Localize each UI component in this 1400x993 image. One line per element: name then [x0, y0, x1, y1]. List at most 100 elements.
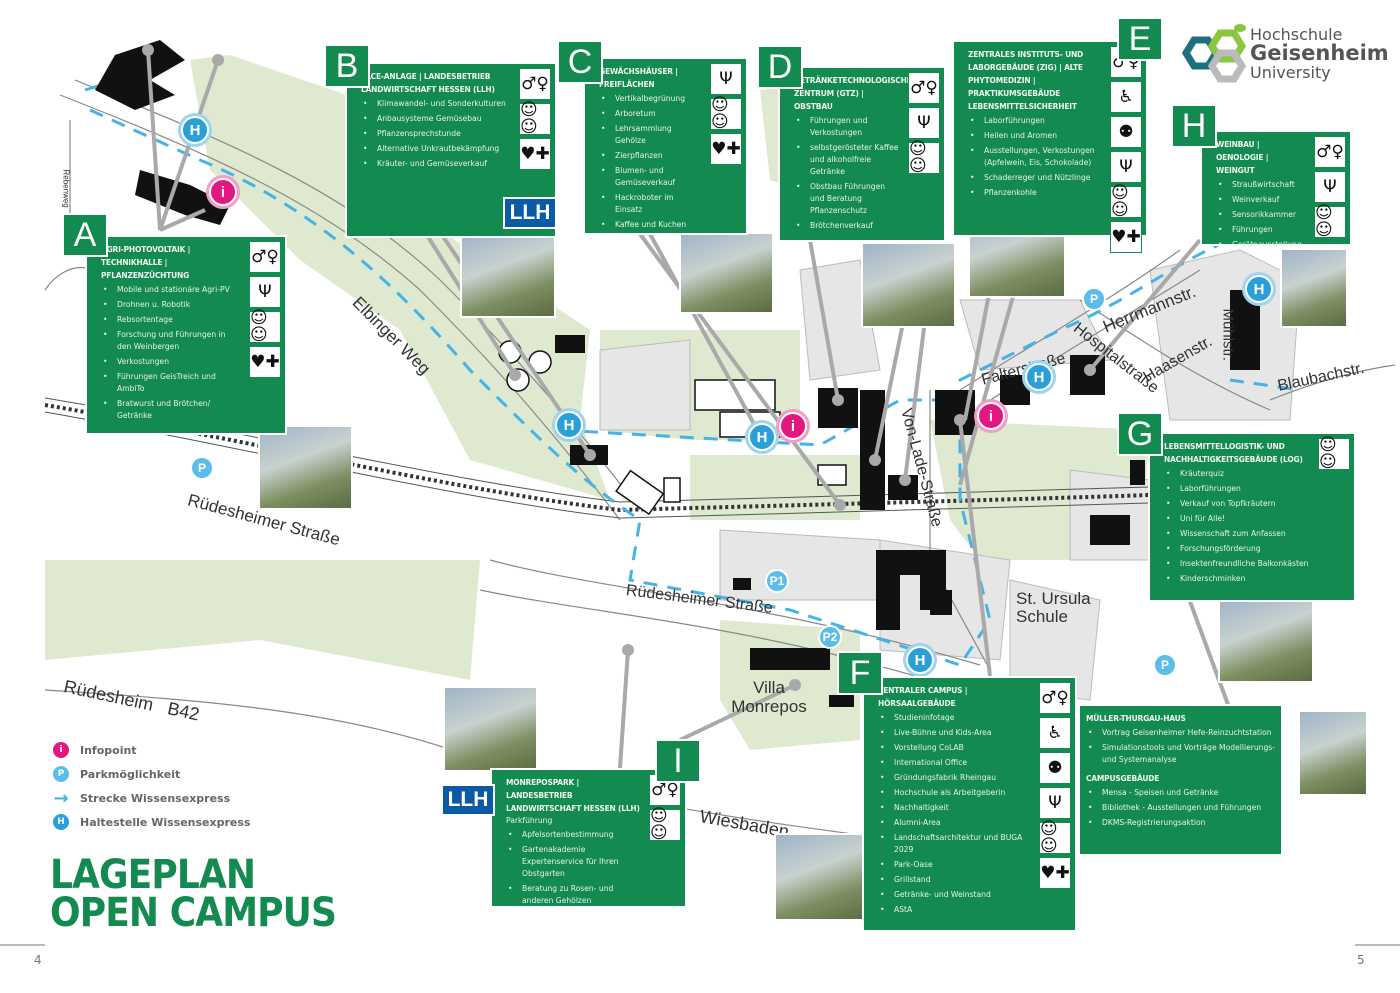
list-item: Straußwirtschaft [1216, 179, 1306, 191]
station-letter: D [757, 45, 803, 89]
station-letter: F [837, 651, 883, 695]
list-item: International Office [878, 757, 1031, 769]
wheelchair-icon: ♿ [1110, 81, 1142, 113]
list-item: Obstbau Führungen und Beratung Pflanzens… [794, 181, 900, 217]
list-item: Pflanzensprechstunde [361, 128, 511, 140]
connector-dots [142, 44, 1096, 691]
divider [0, 944, 45, 946]
logo-line-1: Hochschule [1250, 24, 1343, 44]
list-item: Schaderreger und Nützlinge [968, 172, 1102, 184]
list-item: Führungen [1216, 224, 1306, 236]
photo-campus [774, 833, 870, 921]
infopoint-marker[interactable]: i [209, 178, 237, 206]
section-title: Campusgebäude [1086, 774, 1160, 783]
kids-icon: ☺☺ [249, 310, 281, 344]
station-box-i: Monrepospark | Landesbetrieb Landwirtsch… [490, 768, 687, 908]
list-item: Park-Oase [878, 859, 1031, 871]
bus-stop-marker[interactable]: H [1025, 363, 1053, 391]
infopoint-marker[interactable]: i [779, 412, 807, 440]
first-aid-icon: ♥✚ [249, 346, 281, 378]
station-title: Getränketechnologisches Zentrum (GTZ) | … [794, 76, 917, 111]
station-letter: C [557, 40, 603, 84]
list-item: Alternative Unkrautbekämpfung [361, 143, 511, 155]
amenity-icons: ♂♀Ψ☺☺ [908, 72, 940, 175]
list-item: Klimawandel- und Sonderkulturen [361, 98, 511, 110]
first-aid-icon: ♥✚ [1039, 857, 1071, 889]
photo-log [1218, 598, 1314, 683]
food-icon: Ψ [1110, 151, 1142, 183]
station-title: Lebensmittellogistik- und Nachhaltigkeit… [1164, 442, 1303, 464]
list-item: Nachhaltigkeit [878, 802, 1031, 814]
photo-villa-monrepos [443, 686, 538, 772]
buildings [95, 40, 1260, 707]
station-title: Zentrales Instituts- und Laborgebäude (Z… [968, 50, 1084, 111]
station-title: Gewächshäuser | Freiflächen [599, 67, 678, 89]
page-title: LAGEPLAN OPEN CAMPUS [50, 855, 337, 933]
photo-technikhalle [258, 425, 353, 510]
list-item: Verkauf von Topfkräutern [1164, 498, 1310, 510]
list-item: Apfelsortenbestimmung [506, 829, 641, 841]
station-box-a: Agri-Photovoltaik | Technikhalle | Pflan… [85, 235, 287, 435]
list-item: Heilen und Aromen [968, 130, 1102, 142]
wc-icon: ♂♀ [249, 241, 281, 273]
amenity-icons: ♂♀☺☺ [649, 774, 681, 842]
arrow-icon: → [53, 787, 69, 809]
list-item: Blumen- und Gemüseverkauf [599, 165, 702, 189]
kids-icon: ☺☺ [1039, 821, 1071, 855]
list-item: AStA [878, 904, 1031, 916]
list-item: DKMS-Registrierungsaktion [1086, 817, 1275, 829]
kids-icon: ☺☺ [1318, 437, 1350, 471]
bus-stop-marker[interactable]: H [181, 116, 209, 144]
food-icon: Ψ [908, 107, 940, 139]
kids-icon: ☺☺ [519, 102, 551, 136]
parking-marker[interactable]: P [190, 456, 214, 480]
list-item: Bibliothek - Ausstellungen und Führungen [1086, 802, 1275, 814]
page-number-left: 4 [34, 953, 42, 967]
list-item: Brötchenverkauf [794, 220, 900, 232]
parking-p1-marker[interactable]: P1 [765, 569, 789, 593]
list-item: Wissenschaft zum Anfassen [1164, 528, 1310, 540]
st-ursula-label: St. Ursula Schule [1016, 589, 1091, 626]
station-letter: A [62, 213, 108, 257]
list-item: Drohnen u. Robotik [101, 299, 241, 311]
wc-icon: ♂♀ [519, 68, 551, 100]
page-number-right: 5 [1357, 953, 1365, 967]
list-item: Pflanzenkohle [968, 187, 1102, 199]
parking-marker[interactable]: P [1082, 287, 1106, 311]
kids-icon: ☺☺ [1110, 185, 1142, 219]
legend-label: Parkmöglichkeit [80, 767, 181, 781]
amenity-icons: Ψ☺☺♥✚ [710, 63, 742, 165]
university-logo: Hochschule Geisenheim University [1178, 22, 1389, 84]
logo-hexagons-icon [1181, 24, 1247, 83]
infopoint-marker[interactable]: i [977, 402, 1005, 430]
station-box-e: Zentrales Instituts- und Laborgebäude (Z… [952, 40, 1148, 253]
station-letter: B [324, 44, 370, 88]
parking-marker[interactable]: P [1153, 653, 1177, 677]
list-item: Laborführungen [1164, 483, 1310, 495]
baby-changing-icon: ⚉ [1110, 116, 1142, 148]
list-item: Kräuterquiz [1164, 468, 1310, 480]
bus-stop-marker[interactable]: H [748, 423, 776, 451]
parking-p2-marker[interactable]: P2 [818, 625, 842, 649]
bus-stop-marker[interactable]: H [555, 411, 583, 439]
kids-icon: ☺☺ [710, 97, 742, 131]
bus-stop-marker[interactable]: H [906, 646, 934, 674]
amenity-icons: ♂♀Ψ☺☺♥✚ [249, 241, 281, 378]
photo-gtz [861, 242, 956, 328]
list-item: Simulationstools und Vorträge Modellieru… [1086, 742, 1275, 766]
station-title: Agri-Photovoltaik | Technikhalle | Pflan… [101, 245, 191, 280]
station-letter: G [1117, 412, 1163, 456]
list-item: selbstgerösteter Kaffee und alkoholfreie… [794, 142, 900, 178]
street-muehlstr: Mühlstr. [1219, 308, 1237, 362]
first-aid-icon: ♥✚ [710, 133, 742, 165]
list-item: Gartenakademie Expertenservice für Ihren… [506, 844, 641, 880]
bus-stop-marker[interactable]: H [1245, 275, 1273, 303]
list-item: Rebsortentage [101, 314, 241, 326]
wc-icon: ♂♀ [1039, 682, 1071, 714]
station-title: Zentraler Campus | Hörsaalgebäude [878, 686, 968, 708]
list-item: Getränke- und Weinstand [878, 889, 1031, 901]
first-aid-icon: ♥✚ [519, 138, 551, 170]
